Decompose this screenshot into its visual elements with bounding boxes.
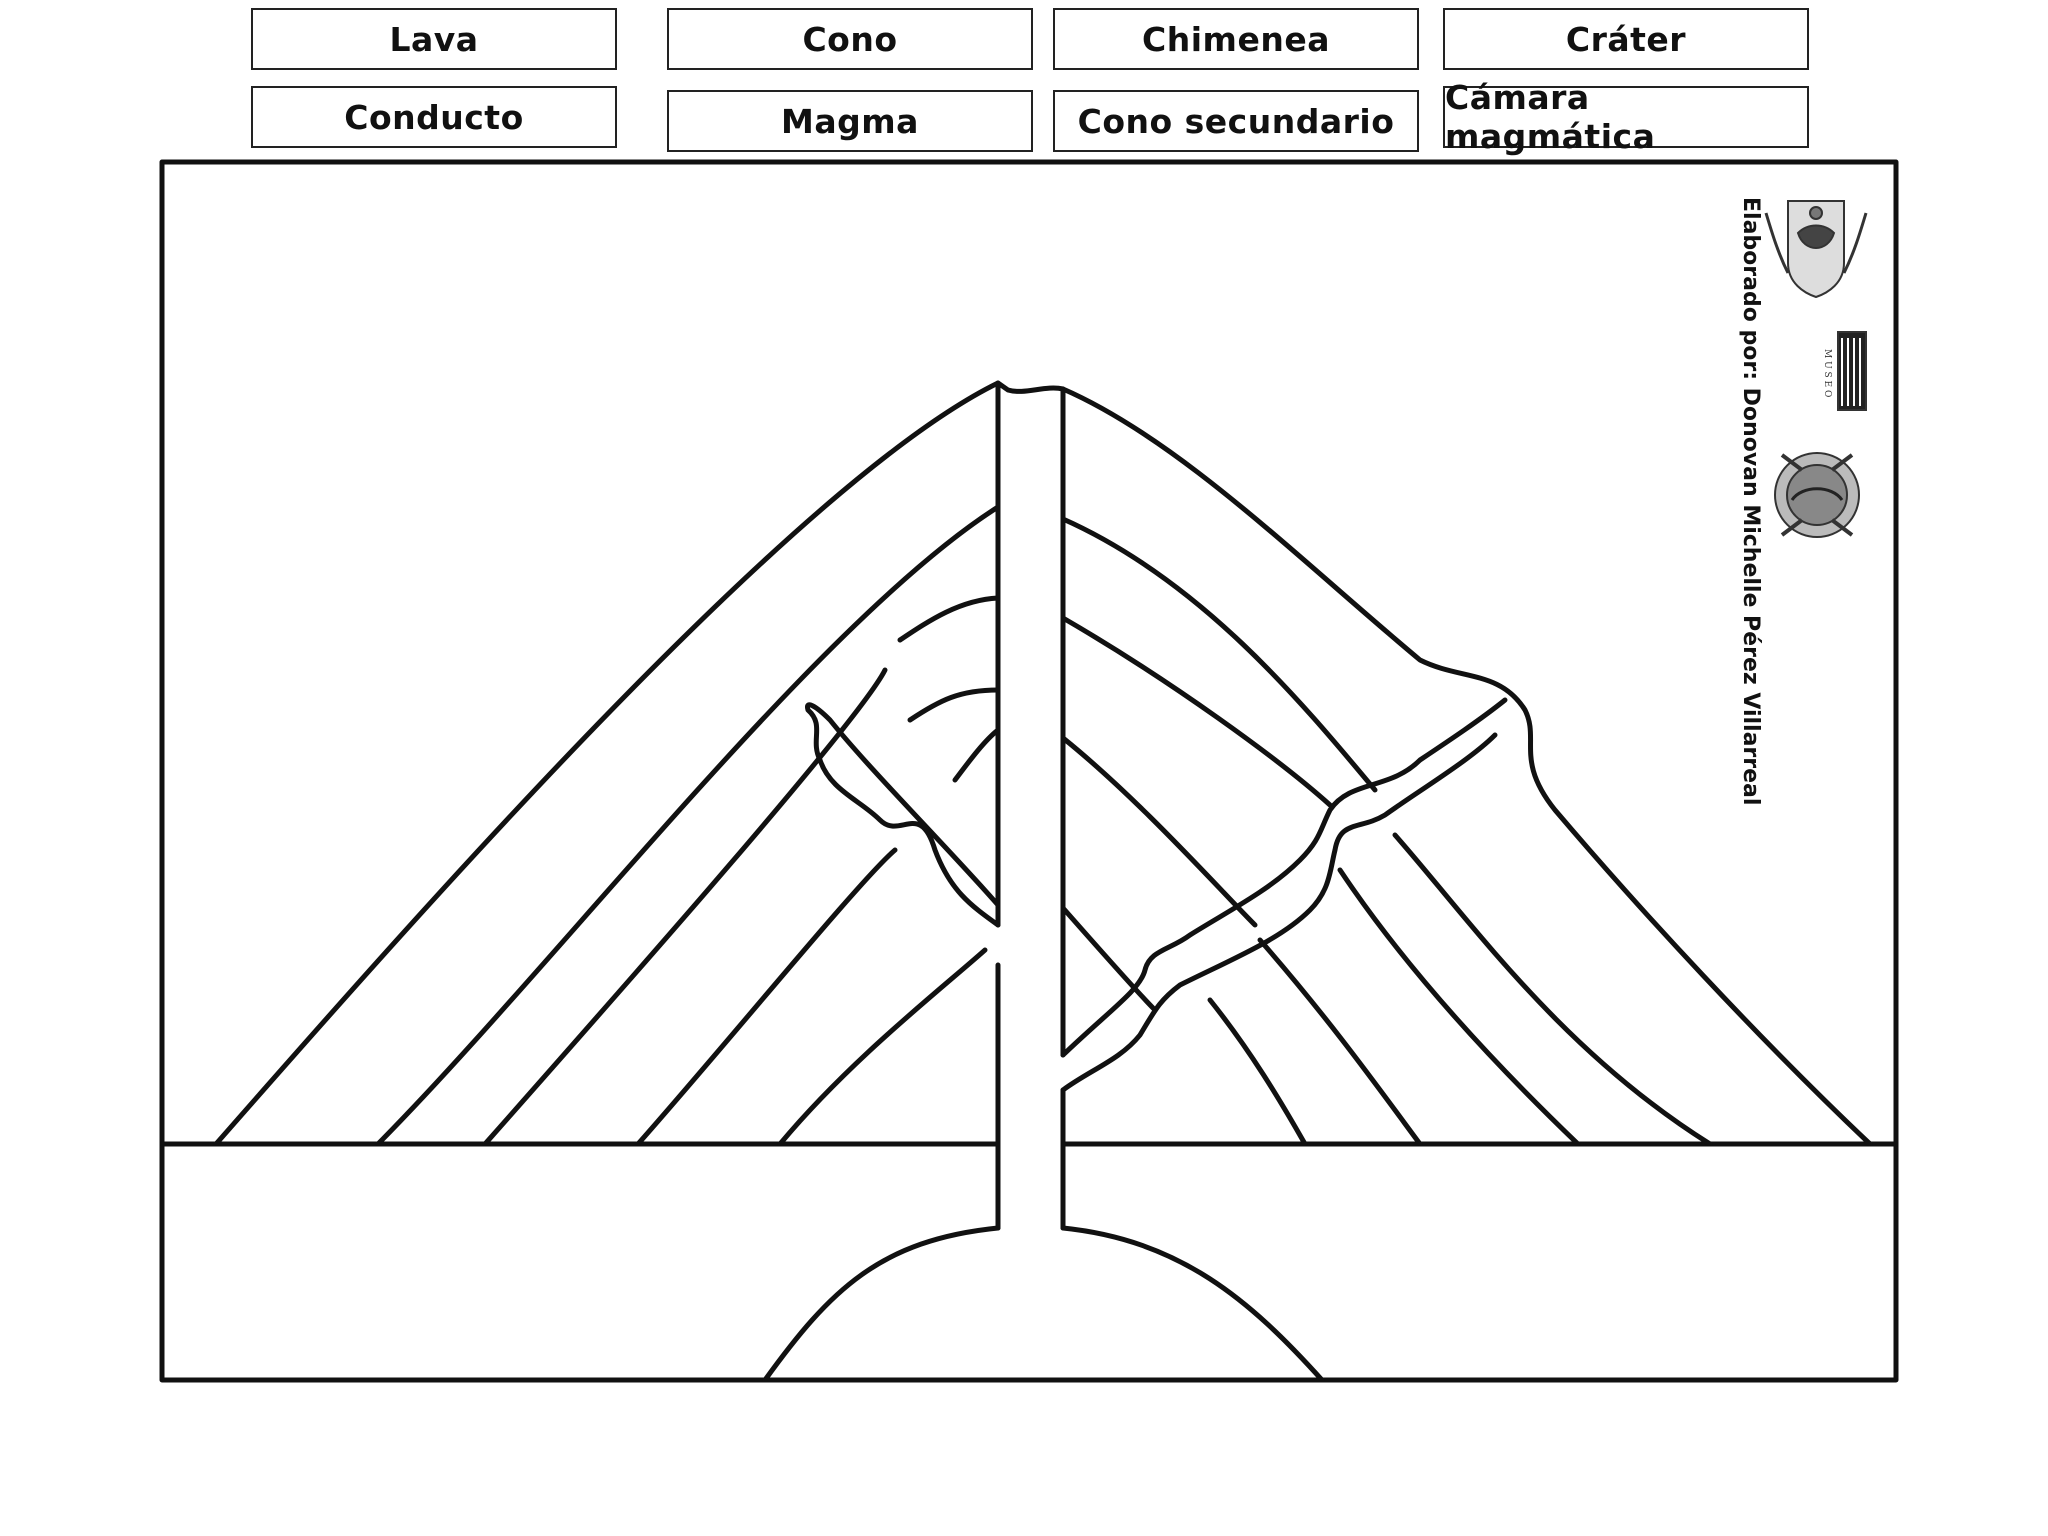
left-secondary-dike[interactable] xyxy=(805,702,1001,928)
strata-right-1b xyxy=(1392,832,1713,1147)
strata-right-2b xyxy=(1337,867,1581,1147)
cone-outline[interactable] xyxy=(213,380,1873,1147)
strata-right-4b xyxy=(1207,997,1308,1147)
label-cono[interactable]: Cono xyxy=(667,8,1033,70)
strata-left-2b xyxy=(897,595,1001,643)
strata-left-4b xyxy=(952,727,1001,783)
label-chimenea[interactable]: Chimenea xyxy=(1053,8,1419,70)
unam-shield-icon xyxy=(1764,200,1868,299)
magma-chamber[interactable] xyxy=(762,1225,1325,1383)
strata-right-4 xyxy=(1060,905,1158,1013)
strata-left-1 xyxy=(375,504,1001,1147)
label-cono-secundario[interactable]: Cono secundario xyxy=(1053,90,1419,152)
strata-left-4 xyxy=(777,947,988,1147)
museo-line-1: M U S E O xyxy=(1822,349,1832,397)
strata-left-3 xyxy=(635,847,898,1147)
strata-right-3b xyxy=(1257,937,1423,1147)
label-magma[interactable]: Magma xyxy=(667,90,1033,152)
label-conducto[interactable]: Conducto xyxy=(251,86,617,148)
label-crater[interactable]: Cráter xyxy=(1443,8,1809,70)
museo-building-icon: M U S E O xyxy=(1822,331,1867,411)
strata-right-3 xyxy=(1060,735,1258,928)
label-lava[interactable]: Lava xyxy=(251,8,617,70)
strata-left-3b xyxy=(907,687,1001,723)
diagram-frame xyxy=(159,159,1899,1383)
instituto-seal-icon xyxy=(1774,452,1860,538)
strata-right-1 xyxy=(1060,516,1378,793)
strata-left-2 xyxy=(482,667,888,1147)
right-secondary-dike-lower[interactable] xyxy=(1060,732,1498,1093)
right-secondary-dike[interactable] xyxy=(1060,697,1508,1058)
strata-right-2 xyxy=(1060,615,1333,808)
